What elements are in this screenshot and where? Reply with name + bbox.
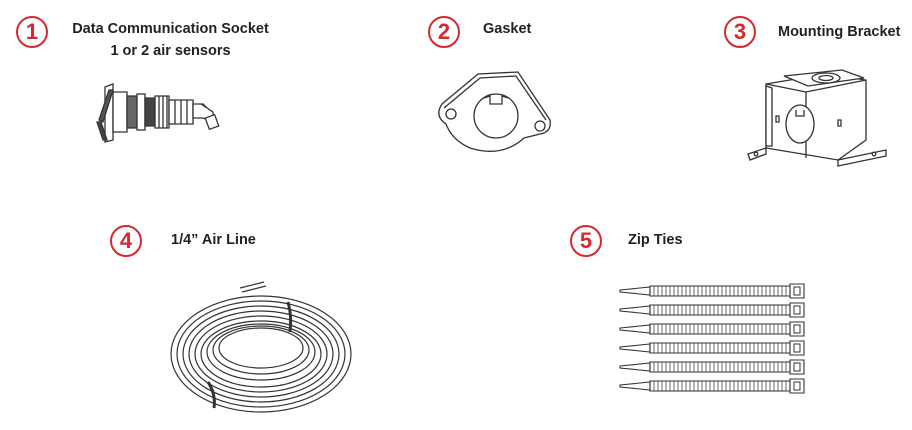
number-badge-1: 1 [16, 16, 48, 48]
part-label-air-line: 1/4” Air Line [171, 232, 256, 248]
part-sublabel-data-socket: 1 or 2 air sensors [110, 43, 231, 59]
number-badge-2: 2 [428, 16, 460, 48]
part-label-data-socket: Data Communication Socket [72, 21, 269, 37]
gasket-icon [432, 68, 556, 158]
data-socket-icon [95, 82, 225, 144]
zip-ties-icon [619, 283, 805, 394]
part-label-mounting-bracket: Mounting Bracket [778, 24, 901, 40]
number-badge-5: 5 [570, 225, 602, 257]
number-badge-3: 3 [724, 16, 756, 48]
mounting-bracket-icon [746, 66, 891, 166]
air-line-coil-icon [168, 282, 354, 417]
number-badge-4: 4 [110, 225, 142, 257]
part-label-zip-ties: Zip Ties [628, 232, 683, 248]
part-label-gasket: Gasket [483, 21, 532, 37]
